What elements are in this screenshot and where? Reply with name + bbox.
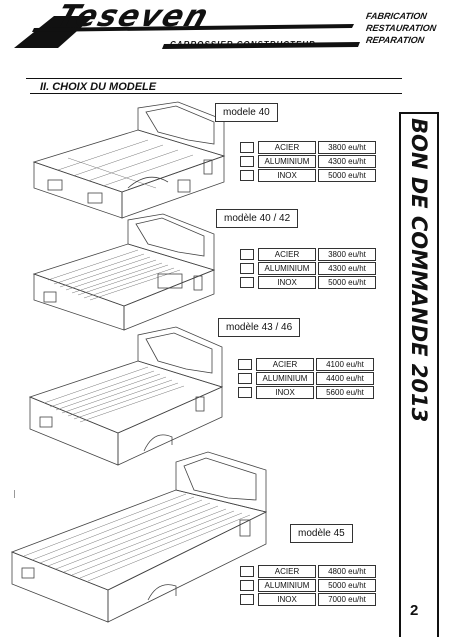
page-number: 2 xyxy=(410,602,419,619)
model-label-45: modèle 45 xyxy=(290,524,353,543)
truck-bed-illustration-45 xyxy=(10,451,268,623)
service-reparation: REPARATION xyxy=(365,35,425,45)
checkbox-40-42-inox[interactable] xyxy=(240,277,254,288)
checkbox-43-46-acier[interactable] xyxy=(238,359,252,370)
material-label: ALUMINIUM xyxy=(256,372,314,385)
checkbox-45-aluminium[interactable] xyxy=(240,580,254,591)
service-restauration: RESTAURATION xyxy=(365,23,437,33)
price-label: 4800 eu/ht xyxy=(318,565,376,578)
checkbox-40-42-acier[interactable] xyxy=(240,249,254,260)
material-label: ALUMINIUM xyxy=(258,262,316,275)
service-fabrication: FABRICATION xyxy=(365,11,428,21)
material-label: INOX xyxy=(256,386,314,399)
price-label: 4300 eu/ht xyxy=(318,155,376,168)
logo-swoosh xyxy=(14,16,360,49)
truck-bed-illustration-40 xyxy=(32,101,226,219)
material-label: ACIER xyxy=(258,248,316,261)
material-label: ALUMINIUM xyxy=(258,579,316,592)
section-divider xyxy=(30,93,402,94)
model-label-43-46: modèle 43 / 46 xyxy=(218,318,301,337)
checkbox-40-42-aluminium[interactable] xyxy=(240,263,254,274)
price-label: 5000 eu/ht xyxy=(318,579,376,592)
material-label: INOX xyxy=(258,169,316,182)
material-label: INOX xyxy=(258,276,316,289)
section-title: II. CHOIX DU MODELE xyxy=(40,81,157,93)
material-label: ACIER xyxy=(256,358,314,371)
order-banner-title: BON DE COMMANDE 2013 xyxy=(407,118,431,423)
order-banner-frame xyxy=(399,112,439,637)
checkbox-45-inox[interactable] xyxy=(240,594,254,605)
stray-mark xyxy=(14,490,15,498)
material-label: ACIER xyxy=(258,565,316,578)
checkbox-43-46-inox[interactable] xyxy=(238,387,252,398)
price-label: 4300 eu/ht xyxy=(318,262,376,275)
truck-bed-illustration-43-46 xyxy=(28,326,224,466)
material-label: ACIER xyxy=(258,141,316,154)
truck-bed-illustration-40-42 xyxy=(32,213,216,331)
checkbox-40-inox[interactable] xyxy=(240,170,254,181)
checkbox-43-46-aluminium[interactable] xyxy=(238,373,252,384)
price-label: 3800 eu/ht xyxy=(318,248,376,261)
price-label: 5600 eu/ht xyxy=(316,386,374,399)
price-label: 4100 eu/ht xyxy=(316,358,374,371)
price-label: 5000 eu/ht xyxy=(318,276,376,289)
checkbox-45-acier[interactable] xyxy=(240,566,254,577)
material-label: INOX xyxy=(258,593,316,606)
checkbox-40-acier[interactable] xyxy=(240,142,254,153)
model-label-40-42: modèle 40 / 42 xyxy=(216,209,299,228)
logo-wordmark: Teseven xyxy=(52,0,215,34)
price-label: 5000 eu/ht xyxy=(318,169,376,182)
material-label: ALUMINIUM xyxy=(258,155,316,168)
services-list: FABRICATION RESTAURATION REPARATION xyxy=(365,10,437,46)
model-label-40: modele 40 xyxy=(215,103,278,122)
logo-subtitle: CARROSSIER CONSTRUCTEUR xyxy=(170,40,316,49)
price-label: 7000 eu/ht xyxy=(318,593,376,606)
checkbox-40-aluminium[interactable] xyxy=(240,156,254,167)
price-label: 3800 eu/ht xyxy=(318,141,376,154)
price-label: 4400 eu/ht xyxy=(316,372,374,385)
header-divider xyxy=(26,78,402,79)
